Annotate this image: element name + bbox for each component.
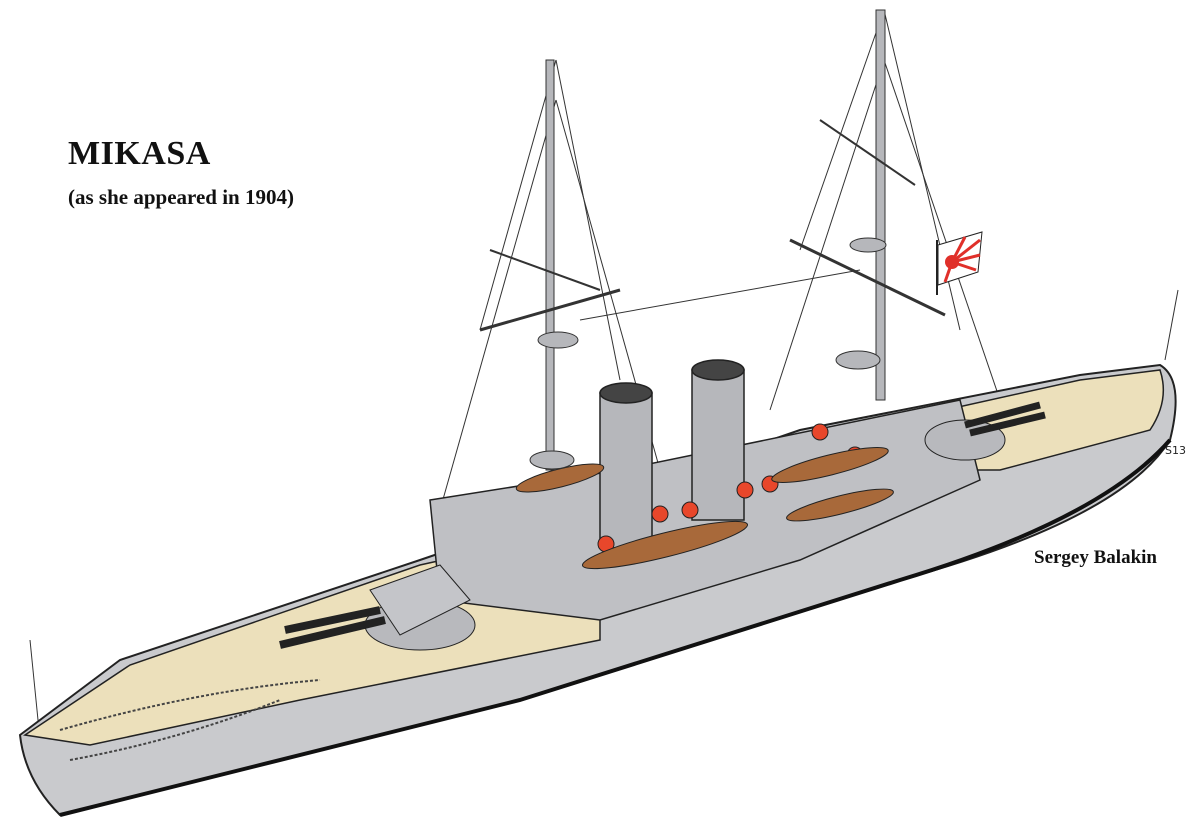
lifeboats: [515, 447, 894, 570]
rising-sun-flag: [936, 231, 983, 295]
funnels: [599, 359, 745, 549]
artist-credit: Sergey Balakin: [1034, 547, 1157, 568]
fore-turret: [279, 564, 476, 651]
ship-title: MIKASA: [68, 135, 211, 172]
rigging: [29, 9, 1179, 741]
ship-subtitle: (as she appeared in 1904): [68, 185, 294, 209]
artist-signature: S13: [1165, 444, 1186, 457]
anchor-chains: [59, 679, 321, 761]
masts: [479, 9, 946, 471]
aft-turret: [924, 401, 1046, 461]
waterline: [59, 438, 1172, 817]
